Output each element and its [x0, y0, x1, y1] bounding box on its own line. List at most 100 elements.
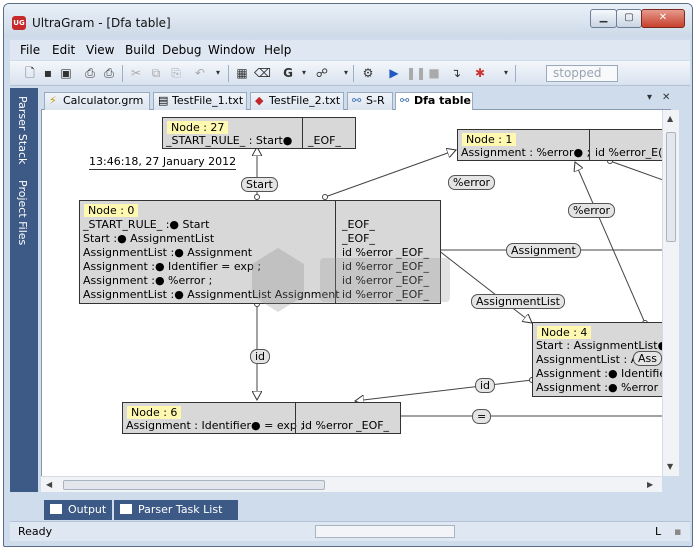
node-column-divider — [302, 118, 303, 148]
watermark-logo — [252, 248, 450, 312]
print-icon[interactable]: ⎙ — [104, 66, 114, 80]
node-title: Node : 4 — [537, 326, 592, 339]
text-file-icon: ▤ — [158, 94, 169, 107]
dfa-node-0[interactable]: Node : 0 _START_RULE_ :● Start Start :● … — [79, 200, 441, 304]
menu-debug[interactable]: Debug — [162, 43, 202, 57]
toolbar-separator — [353, 65, 354, 82]
toolbar-overflow-icon[interactable]: ▾ — [215, 68, 220, 77]
node-column-divider — [589, 130, 590, 160]
node-title: Node : 1 — [462, 133, 517, 146]
diagram-timestamp: 13:46:18, 27 January 2012 — [89, 155, 237, 170]
node-item: AssignmentList :● Assignment — [83, 246, 253, 259]
tab-label: TestFile_1.txt — [172, 94, 244, 107]
tab-menu-icon[interactable]: ▾ — [647, 92, 653, 103]
toolbar-separator — [228, 65, 229, 82]
toolbar-separator — [515, 65, 516, 82]
minimize-button[interactable]: ▁ — [590, 9, 617, 28]
paste-icon[interactable]: ⎘ — [171, 66, 181, 80]
tab-dfa-table[interactable]: ⚯Dfa table — [395, 92, 473, 111]
pause-icon[interactable]: ❚❚ — [406, 66, 427, 80]
vertical-scroll-thumb[interactable] — [666, 132, 676, 242]
node-item: AssignmentList :● AssignmentList Assignm… — [83, 288, 340, 301]
horizontal-scroll-thumb[interactable] — [63, 480, 325, 490]
node-lookahead: id %error _EOF_ — [342, 246, 430, 259]
dfa-node-6[interactable]: Node : 6 Assignment : Identifier● = exp … — [122, 402, 401, 434]
edge-label-start: Start — [241, 177, 278, 192]
scroll-right-icon[interactable]: ▶ — [647, 480, 654, 489]
menu-help[interactable]: Help — [264, 43, 292, 57]
new-file-icon[interactable]: 🗋 — [25, 66, 35, 80]
node-column-divider — [295, 403, 296, 433]
print-preview-icon[interactable]: ⎙ — [85, 66, 95, 80]
status-text: Ready — [18, 525, 53, 538]
dfa-node-4[interactable]: Node : 4 Start : AssignmentList● Assignm… — [532, 322, 662, 397]
node-item: _START_RULE_ : Start● — [166, 134, 293, 147]
tab-s-r[interactable]: ⚯ S-R — [347, 92, 393, 110]
grammar-dropdown-icon[interactable]: ▾ — [301, 68, 306, 77]
tab-label: Calculator.grm — [63, 94, 144, 107]
tab-parser-task-list[interactable]: Parser Task List — [114, 500, 238, 520]
sr-icon: ⚯ — [352, 94, 362, 107]
undo-icon[interactable]: ↶ — [194, 66, 206, 80]
node-item: Assignment : %error● ; — [461, 146, 591, 159]
tab-output[interactable]: Output — [44, 500, 112, 520]
grid-icon[interactable]: ▦ — [236, 66, 248, 80]
tab-label: Dfa table — [414, 94, 471, 107]
app-window: UG UltraGram - [Dfa table] ▁ ▢ ✕ File Ed… — [3, 3, 693, 547]
node-column-divider — [335, 201, 336, 303]
run-icon[interactable]: ▶ — [389, 66, 399, 80]
node-item: _START_RULE_ :● Start — [83, 218, 210, 231]
cut-icon[interactable]: ✂ — [130, 66, 142, 80]
tab-testfile-1[interactable]: ▤TestFile_1.txt — [153, 92, 247, 110]
scroll-up-icon[interactable]: ▲ — [667, 114, 674, 123]
build-icon[interactable]: ⚙ — [362, 66, 374, 80]
maximize-button[interactable]: ▢ — [616, 9, 642, 28]
grammar-icon[interactable]: G — [283, 66, 293, 80]
status-line-indicator: L — [655, 525, 662, 538]
horizontal-scrollbar[interactable]: ◀ ▶ — [41, 476, 662, 492]
toolbar-overflow-icon[interactable]: ▾ — [503, 68, 508, 77]
clear-icon[interactable]: ⌫ — [254, 66, 271, 80]
tab-label: TestFile_2.txt — [269, 94, 341, 107]
node-item: Assignment :● %error ; — [536, 381, 662, 394]
tab-calculator-grm[interactable]: ⚡ Calculator.grm — [44, 92, 150, 110]
node-title: Node : 0 — [84, 204, 139, 217]
tree-icon[interactable]: ☍ — [315, 66, 329, 80]
tab-close-icon[interactable]: ✕ — [662, 92, 671, 103]
toolbar-overflow-icon[interactable]: ▾ — [343, 68, 348, 77]
menu-edit[interactable]: Edit — [52, 43, 76, 57]
node-item: Assignment :● %error ; — [83, 274, 213, 287]
grammar-file-icon: ⚡ — [49, 94, 57, 107]
step-icon[interactable]: ↴ — [450, 66, 462, 80]
tab-label: S-R — [366, 94, 385, 107]
resize-grip-icon[interactable]: ▪ — [674, 525, 682, 538]
scroll-down-icon[interactable]: ▼ — [667, 462, 674, 471]
save-icon[interactable]: ▪ — [43, 66, 53, 80]
scroll-left-icon[interactable]: ◀ — [46, 480, 53, 489]
node-item: Assignment :● Identifier = exp ; — [83, 260, 262, 273]
save-all-icon[interactable]: ▣ — [60, 66, 72, 80]
side-tab-project-files[interactable]: Project Files — [16, 180, 29, 246]
close-button[interactable]: ✕ — [641, 9, 685, 28]
title-bar[interactable]: UG UltraGram - [Dfa table] ▁ ▢ ✕ — [4, 4, 692, 38]
stop-icon[interactable]: ■ — [428, 66, 440, 80]
dfa-node-1[interactable]: Node : 1 Assignment : %error● ; id %erro… — [457, 129, 662, 161]
menu-file[interactable]: File — [20, 43, 41, 57]
node-item: Start :● AssignmentList — [83, 232, 215, 245]
tab-testfile-2[interactable]: ◆ TestFile_2.txt — [250, 92, 344, 110]
node-lookahead: _EOF_ — [342, 218, 375, 231]
menu-view[interactable]: View — [86, 43, 115, 57]
vertical-scrollbar[interactable]: ▲ ▼ — [662, 110, 679, 476]
diamond-file-icon: ◆ — [255, 94, 264, 107]
dfa-node-27[interactable]: Node : 27 _START_RULE_ : Start● _EOF_ — [162, 117, 356, 149]
node-lookahead: _EOF_ — [308, 134, 341, 147]
dfa-diagram-canvas[interactable]: 13:46:18, 27 January 2012 Node : 27 _STA… — [41, 110, 662, 476]
menu-build[interactable]: Build — [125, 43, 156, 57]
side-tab-parser-stack[interactable]: Parser Stack — [16, 96, 29, 165]
edge-label-error-2: %error — [568, 203, 616, 218]
node-item: Assignment : Identifier● = exp ; — [126, 419, 305, 432]
menu-window[interactable]: Window — [208, 43, 256, 57]
parser-status-field: stopped — [546, 65, 618, 82]
copy-icon[interactable]: ⧉ — [151, 66, 161, 80]
debug-icon[interactable]: ✱ — [474, 66, 486, 80]
